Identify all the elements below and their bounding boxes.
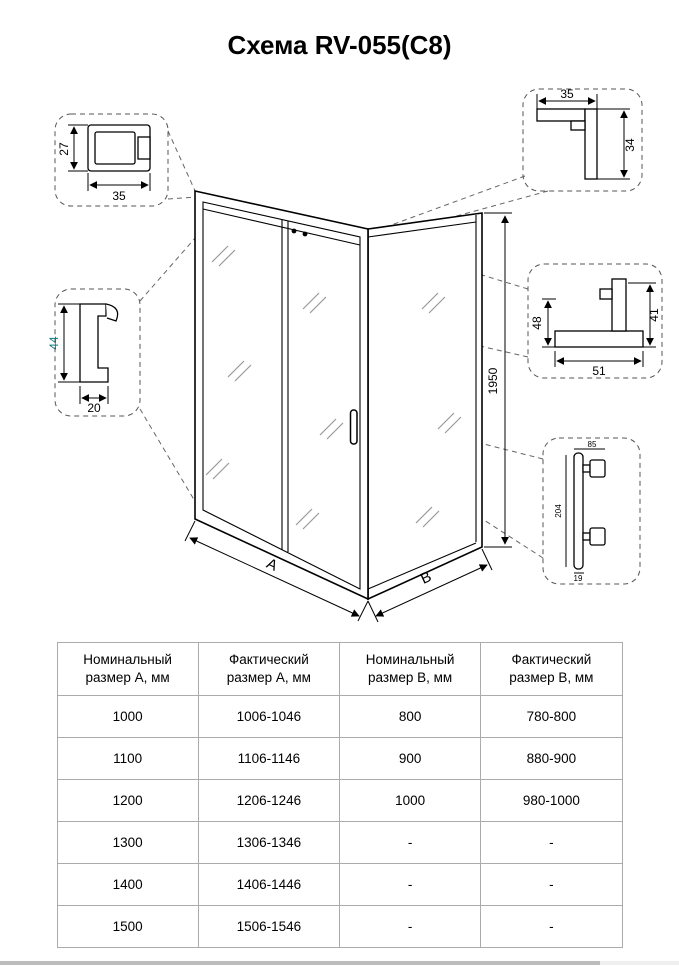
dim-label-20: 20 [87,401,101,415]
dim-label-b: B [418,568,434,588]
dim-label-41: 41 [647,308,661,322]
cell-nominal-a: 1200 [56,779,199,822]
cell-nominal-a: 1400 [56,863,199,906]
cell-actual-a: 1106-1146 [197,737,341,780]
cell-actual-a: 1206-1246 [197,779,341,822]
cell-nominal-b: 900 [338,737,482,780]
cell-nominal-a: 1100 [56,737,199,780]
cell-actual-b: 880-900 [480,737,623,780]
front-panel [194,190,369,601]
table-row: 1200 1206-1246 1000 980-1000 [56,779,623,822]
table-row: 1000 1006-1046 800 780-800 [56,695,623,738]
dim-label-48: 48 [530,316,544,330]
table-row: 1100 1106-1146 900 880-900 [56,737,623,780]
detail-handle: 85 204 19 [542,437,641,585]
table-row: 1400 1406-1446 - - [56,863,623,906]
col-header-actual-a: Фактический размер A, мм [197,642,341,696]
cell-nominal-b: - [338,905,482,948]
dim-label-44: 44 [47,336,61,350]
dim-label-204: 204 [554,504,563,518]
cell-actual-a: 1406-1446 [197,863,341,906]
cell-actual-b: - [480,905,623,948]
dim-label-85: 85 [588,440,597,449]
side-panel [367,212,483,601]
roller-icon [302,231,308,237]
dim-label-34: 34 [623,138,637,152]
col-header-nominal-a: Номинальный размер A, мм [56,642,199,696]
cell-actual-b: - [480,863,623,906]
dim-label-51: 51 [592,364,606,378]
glass-reflections [205,245,462,530]
cell-nominal-a: 1500 [56,905,199,948]
dim-label-35-top: 35 [560,87,574,101]
cell-nominal-b: - [338,821,482,864]
col-header-actual-b: Фактический размер B, мм [480,642,623,696]
cell-nominal-b: - [338,863,482,906]
cell-nominal-a: 1000 [56,695,199,738]
dim-label-19: 19 [574,574,583,583]
table-header-row: Номинальный размер A, мм Фактический раз… [56,642,623,696]
cell-nominal-b: 800 [338,695,482,738]
table-row: 1300 1306-1346 - - [56,821,623,864]
cell-actual-a: 1006-1046 [197,695,341,738]
schematic-drawing: 1950 A B 2 [47,87,663,623]
cell-actual-b: - [480,821,623,864]
dim-label-27: 27 [57,142,71,156]
cell-actual-a: 1306-1346 [197,821,341,864]
dim-height-1950: 1950 [484,212,512,548]
size-table: Номинальный размер A, мм Фактический раз… [56,642,623,948]
cell-actual-b: 980-1000 [480,779,623,822]
door-handle [349,409,358,445]
horizontal-scrollbar-thumb[interactable] [0,961,600,965]
cell-nominal-a: 1300 [56,821,199,864]
detail-mid-right-profile: 48 41 51 [527,263,663,379]
cell-nominal-b: 1000 [338,779,482,822]
table-row: 1500 1506-1546 - - [56,905,623,948]
page-title: Схема RV-055(C8) [227,30,452,60]
horizontal-scrollbar-track[interactable] [0,961,679,965]
cell-actual-a: 1506-1546 [197,905,341,948]
cell-actual-b: 780-800 [480,695,623,738]
shower-enclosure: 1950 A B [184,190,512,623]
dim-label-a: A [264,555,280,575]
detail-top-left-profile: 27 35 [54,113,169,207]
col-header-nominal-b: Номинальный размер B, мм [338,642,482,696]
dim-label-1950: 1950 [486,367,500,394]
dim-label-35-wall: 35 [112,189,126,203]
detail-top-right-profile: 35 34 [522,87,643,192]
roller-icon [291,228,297,234]
detail-mid-left-profile: 44 20 [47,288,141,417]
